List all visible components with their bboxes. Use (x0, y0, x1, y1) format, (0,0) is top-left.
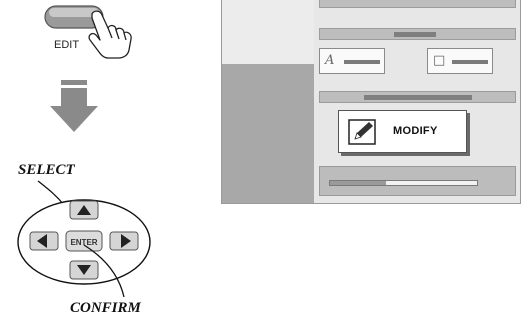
edit-screen: A □ MODIFY (221, 0, 521, 204)
arrow-left-icon[interactable] (30, 232, 58, 250)
section-bar-2 (319, 91, 516, 103)
enter-button[interactable]: ENTER (66, 231, 102, 251)
edit-label: EDIT (54, 39, 79, 51)
edit-button-graphic (30, 0, 140, 60)
confirm-label: CONFIRM (70, 300, 141, 317)
arrow-down-small-icon[interactable] (70, 261, 98, 279)
text-style-button[interactable]: A (319, 48, 385, 74)
screen-menu-panel: A □ MODIFY (314, 0, 521, 204)
text-style-icon: A (325, 53, 334, 68)
header-bar (319, 0, 516, 8)
section-bar-1 (319, 28, 516, 40)
arrow-down-icon (50, 80, 100, 136)
progress-bar (319, 166, 516, 196)
screen-left-lower (222, 64, 315, 204)
modify-label: MODIFY (393, 125, 438, 137)
hand-pointer-icon (89, 11, 131, 58)
frame-style-button[interactable]: □ (427, 48, 493, 74)
dpad-controller: ENTER (0, 175, 160, 300)
progress-track (329, 180, 478, 186)
progress-fill (330, 181, 386, 185)
frame-style-icon: □ (433, 53, 445, 68)
screen-left-upper (222, 0, 315, 64)
pencil-icon (348, 119, 376, 145)
modify-button[interactable]: MODIFY (338, 110, 467, 153)
arrow-up-icon[interactable] (70, 201, 98, 219)
arrow-right-icon[interactable] (110, 232, 138, 250)
